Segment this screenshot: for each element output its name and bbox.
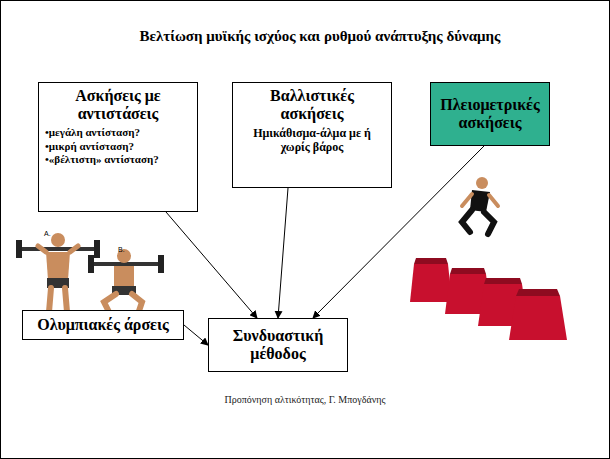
lifter-figure	[16, 233, 100, 314]
figure-letter: B.	[118, 246, 125, 253]
exercise-box: Ασκήσεις με αντιστάσεις •μεγάλη αντίσταση…	[38, 82, 198, 212]
box-body: Ημικάθισμα-άλμα με ή χωρίς βάρος	[239, 126, 385, 155]
box-heading: Ολυμπιακές άρσεις	[29, 316, 177, 334]
exercise-box: Ολυμπιακές άρσεις	[22, 310, 184, 340]
slide-title: Βελτίωση μυϊκής ισχύος και ρυθμού ανάπτυ…	[60, 28, 580, 45]
exercise-box: Βαλλιστικές ασκήσειςΗμικάθισμα-άλμα με ή…	[232, 82, 392, 188]
lifter-figure	[88, 249, 164, 316]
slide-caption: Προπόνηση αλτικότητας, Γ. Μπογδάνης	[205, 394, 405, 407]
plyo-boxes	[410, 258, 567, 340]
bullet-item: •μικρή αντίσταση?	[45, 140, 191, 154]
jumper-figure	[462, 177, 498, 234]
box-heading: Βαλλιστικές ασκήσεις	[239, 87, 385, 124]
arrow-connector	[166, 212, 257, 318]
figure-letter: A.	[44, 230, 51, 237]
arrow-connector	[278, 188, 288, 318]
arrow-connector	[184, 325, 208, 345]
bullet-item: •«βέλτιστη» αντίσταση?	[45, 153, 191, 167]
method-box: Συνδυαστική μέθοδος	[208, 318, 348, 372]
bullet-item: •μεγάλη αντίσταση?	[45, 126, 191, 140]
box-heading: Συνδυαστική μέθοδος	[215, 327, 341, 364]
box-heading: Πλειομετρικές ασκήσεις	[437, 96, 543, 133]
box-heading: Ασκήσεις με αντιστάσεις	[45, 87, 191, 124]
highlight-box: Πλειομετρικές ασκήσεις	[430, 82, 550, 146]
